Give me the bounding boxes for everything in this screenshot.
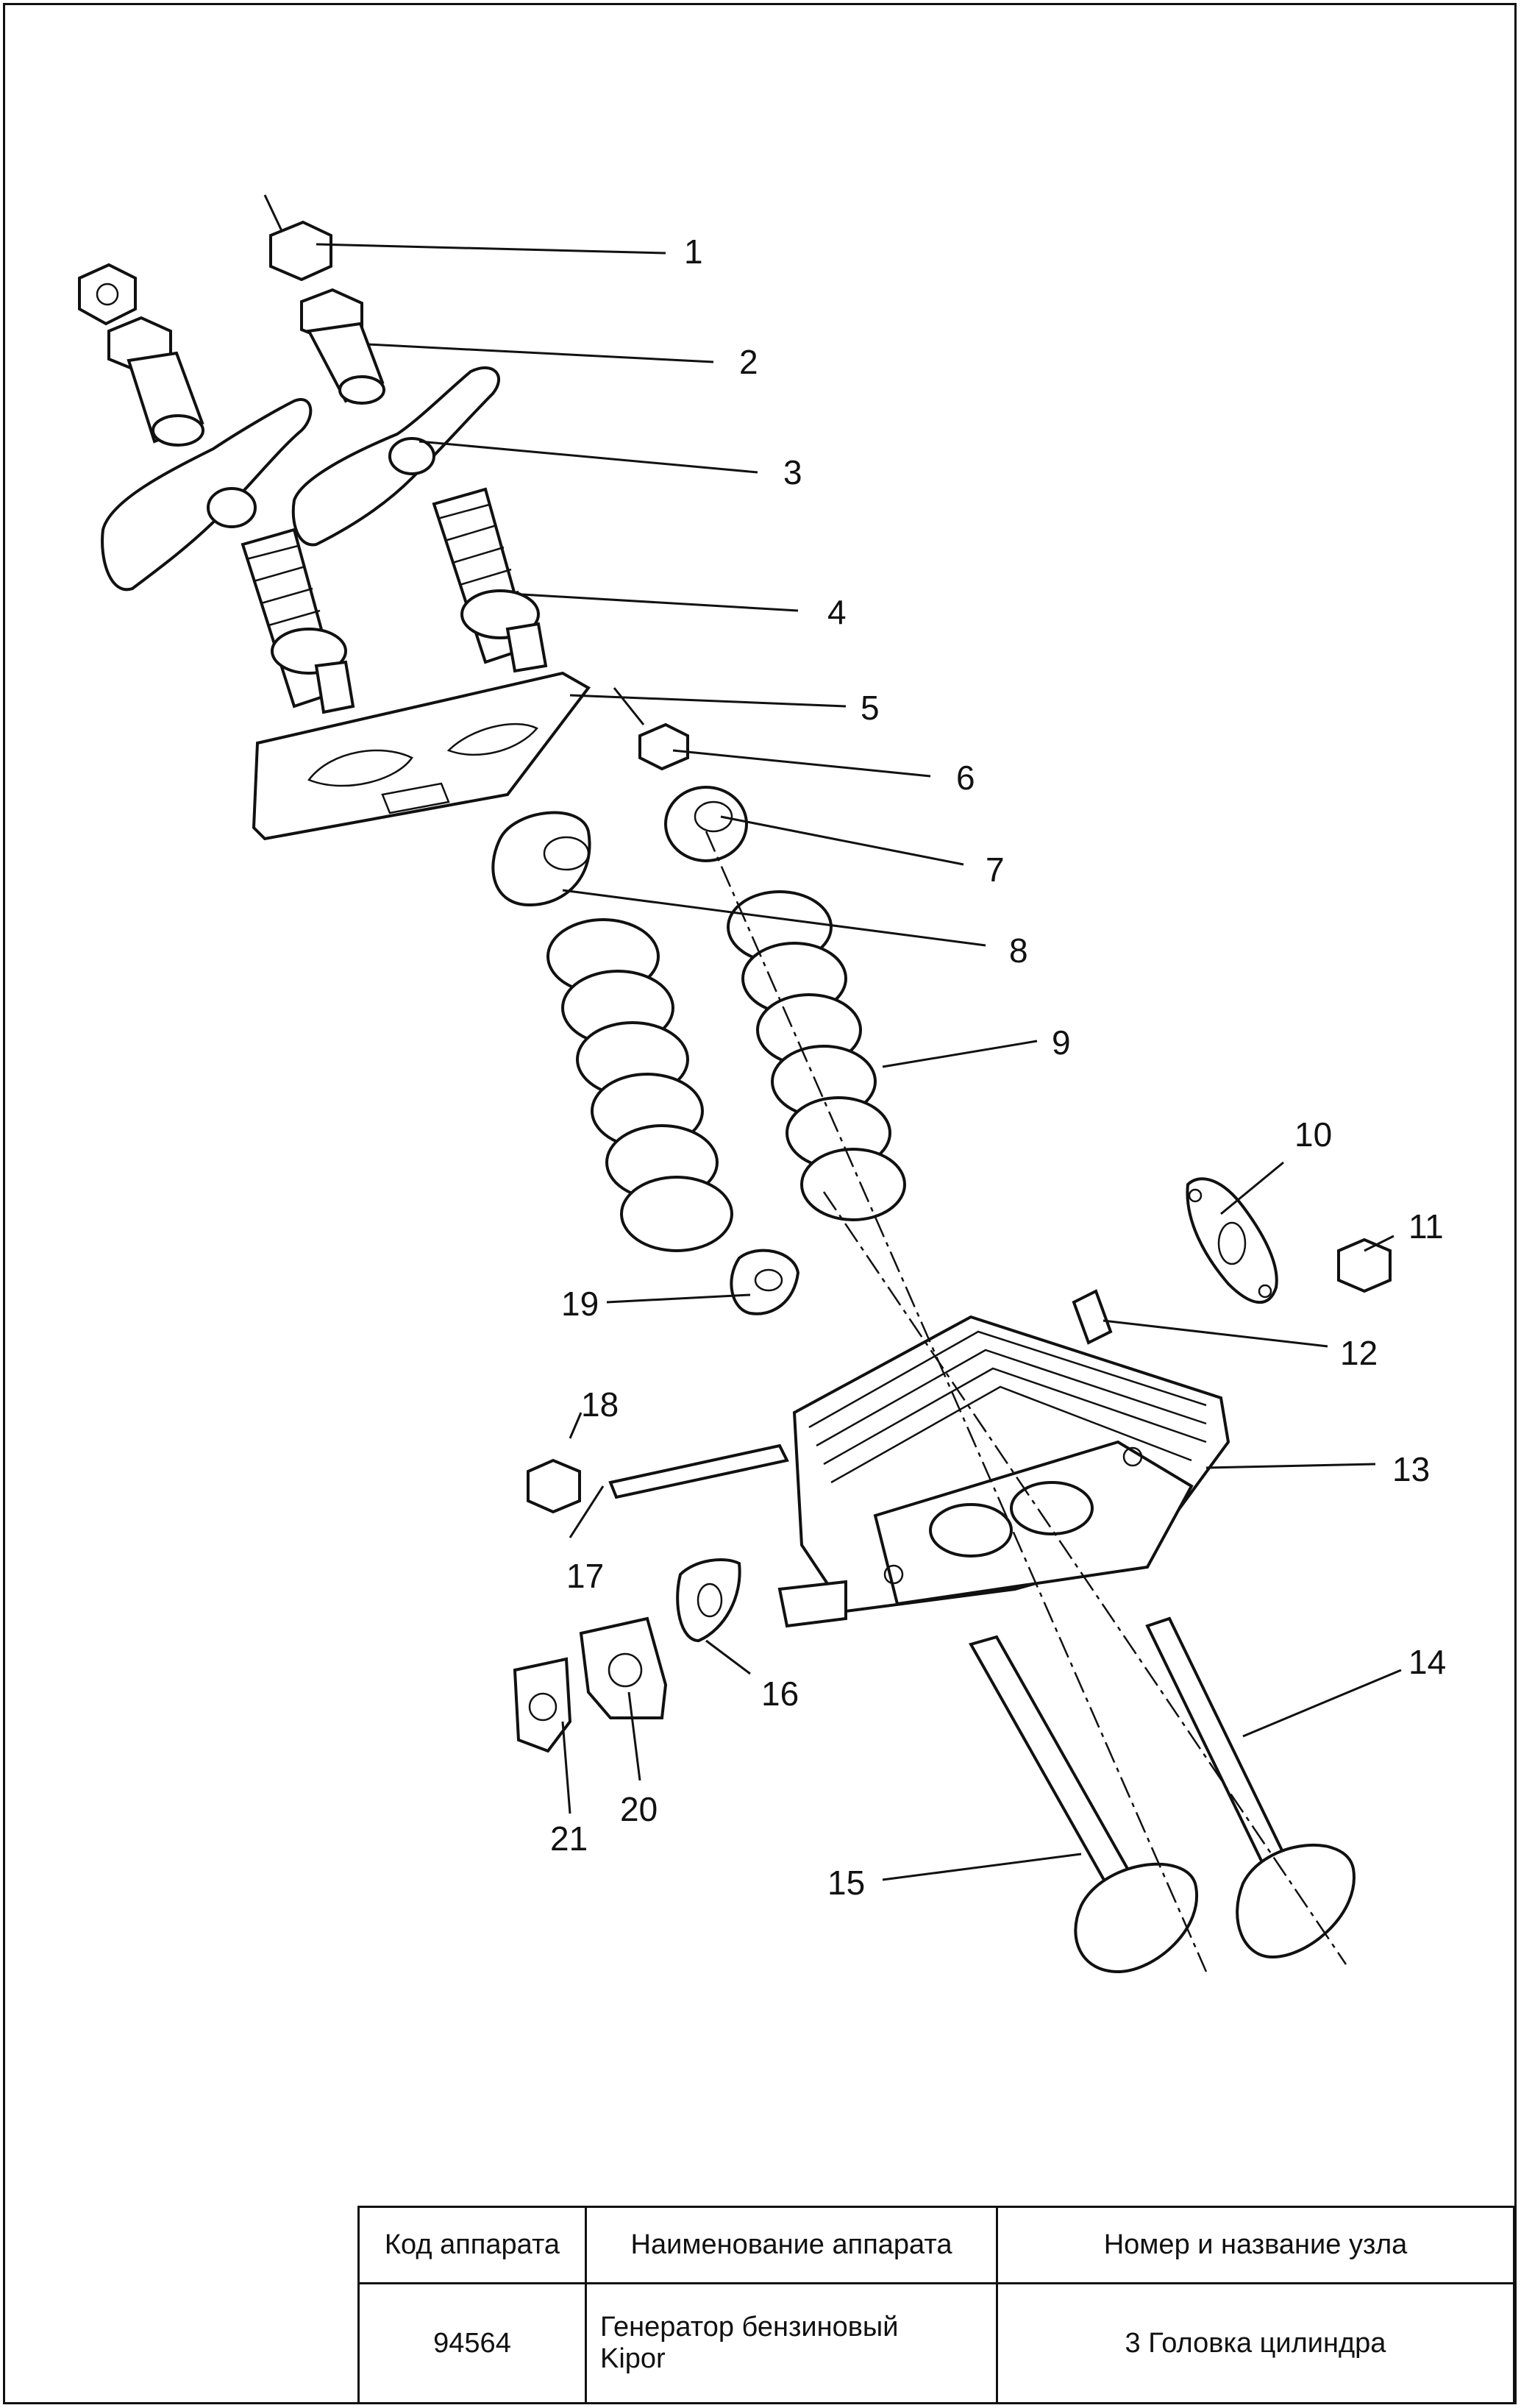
part-17-rod xyxy=(608,1443,789,1499)
callout-4: 4 xyxy=(827,593,847,631)
callout-8: 8 xyxy=(1009,931,1028,970)
callout-20: 20 xyxy=(620,1790,658,1828)
drawing-frame xyxy=(3,3,1517,2404)
callout-3: 3 xyxy=(783,453,802,491)
part-7-retainer xyxy=(664,786,748,862)
callout-12: 12 xyxy=(1340,1334,1378,1372)
callout-9: 9 xyxy=(1052,1023,1071,1062)
header-code: Код аппарата xyxy=(357,2205,587,2285)
exploded-view-diagram: 1 2 3 4 5 6 7 8 9 10 11 12 13 14 15 16 1… xyxy=(78,194,1446,1974)
centre-line-exhaust xyxy=(822,1191,1347,1965)
callout-1: 1 xyxy=(684,232,703,271)
part-16-gasket xyxy=(676,1558,741,1643)
value-name: Генератор бензиновый Kipor xyxy=(585,2282,998,2404)
header-name: Наименование аппарата xyxy=(585,2205,998,2285)
part-18-nut xyxy=(527,1458,581,1514)
part-20-carburetor-flange xyxy=(579,1616,668,1719)
part-6-cotter xyxy=(638,722,689,771)
title-block: Код аппарата Наименование аппарата Номер… xyxy=(357,2205,1515,2404)
value-name-line1: Генератор бензиновый xyxy=(600,2312,899,2343)
callout-19: 19 xyxy=(561,1285,599,1323)
part-19-retainer xyxy=(730,1249,800,1315)
centre-line-intake xyxy=(705,831,1208,1972)
right-rocker-assembly xyxy=(263,194,548,673)
callout-7: 7 xyxy=(986,850,1005,889)
part-8-retainer xyxy=(491,811,591,907)
part-12-stud xyxy=(1072,1289,1113,1345)
value-name-line2: Kipor xyxy=(600,2343,666,2375)
value-unit: 3 Головка цилиндра xyxy=(996,2282,1515,2404)
callout-10: 10 xyxy=(1294,1115,1332,1154)
part-14-valve xyxy=(1145,1616,1356,1959)
header-unit: Номер и название узла xyxy=(996,2205,1515,2285)
part-21-gasket xyxy=(513,1657,572,1753)
callout-13: 13 xyxy=(1392,1450,1430,1488)
callout-14: 14 xyxy=(1408,1643,1446,1681)
left-rocker-assembly xyxy=(78,263,355,714)
part-13-cylinder-head xyxy=(777,1315,1230,1628)
callout-15: 15 xyxy=(827,1864,865,1902)
part-5-guide-plate xyxy=(252,671,591,841)
part-1-nut xyxy=(269,220,332,282)
value-code: 94564 xyxy=(357,2282,587,2404)
leader-lines xyxy=(316,243,1402,1881)
part-11-nut xyxy=(1337,1237,1392,1293)
callout-2: 2 xyxy=(739,343,758,381)
callout-11: 11 xyxy=(1408,1207,1444,1246)
callout-5: 5 xyxy=(861,689,880,727)
part-10-gasket xyxy=(1186,1177,1278,1304)
callouts: 1 2 3 4 5 6 7 8 9 10 11 12 13 14 15 16 1… xyxy=(550,232,1446,1902)
callout-6: 6 xyxy=(956,759,975,797)
callout-18: 18 xyxy=(581,1385,619,1424)
part-9-valve-springs xyxy=(546,890,906,1252)
callout-21: 21 xyxy=(550,1819,588,1858)
callout-16: 16 xyxy=(761,1674,799,1713)
part-15-valve xyxy=(969,1635,1198,1974)
retainers xyxy=(491,687,748,907)
callout-17: 17 xyxy=(566,1557,604,1595)
